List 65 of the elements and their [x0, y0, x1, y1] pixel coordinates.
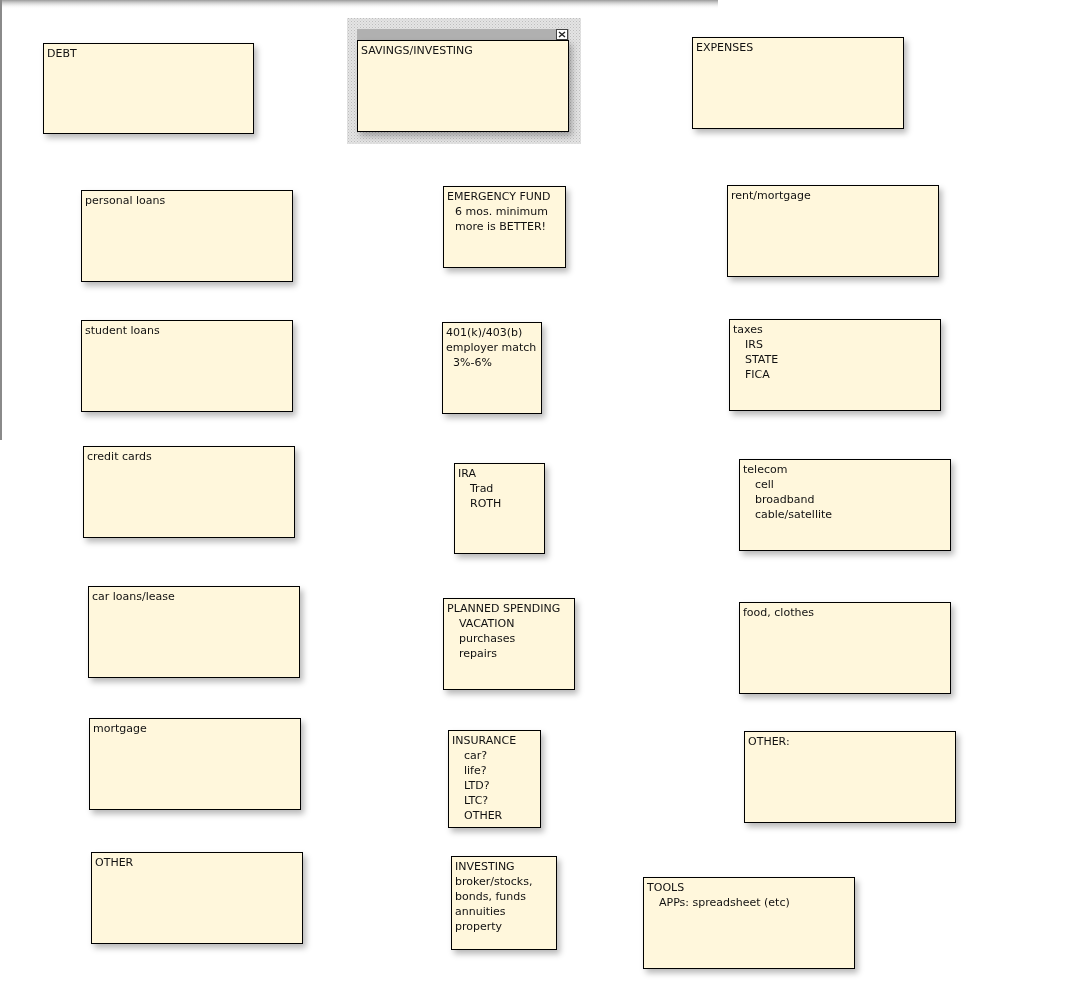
note-item: FICA: [744, 367, 771, 382]
sticky-note: [692, 37, 904, 129]
sticky-note: [744, 731, 956, 823]
note-title: 401(k)/403(b): [446, 325, 524, 340]
note-title: OTHER:: [748, 734, 791, 749]
sticky-note: [91, 852, 303, 944]
note-title: telecom: [743, 462, 789, 477]
note-title: student loans: [85, 323, 161, 338]
note-item: life?: [463, 763, 488, 778]
note-item: IRS: [744, 337, 764, 352]
sticky-note: [443, 186, 566, 268]
note-item: more is BETTER!: [454, 219, 548, 234]
sticky-note: [442, 322, 542, 414]
note-title: INVESTING: [455, 859, 516, 874]
note-item: LTC?: [463, 793, 490, 808]
note-item: annuities: [455, 904, 507, 919]
note-title: credit cards: [87, 449, 153, 464]
note-title: EMERGENCY FUND: [447, 189, 552, 204]
sticky-note: [43, 43, 254, 134]
note-item: APPs: spreadsheet (etc): [658, 895, 791, 910]
note-title: SAVINGS/INVESTING: [361, 43, 474, 58]
note-title: mortgage: [93, 721, 148, 736]
note-title: car loans/lease: [92, 589, 176, 604]
sticky-note: [81, 320, 293, 412]
sticky-note: [88, 586, 300, 678]
note-item: ROTH: [469, 496, 503, 511]
sticky-note: [448, 730, 541, 828]
note-item: employer match: [446, 340, 538, 355]
sticky-note: [451, 856, 557, 950]
sticky-note: [643, 877, 855, 969]
sticky-note: [739, 459, 951, 551]
sticky-note: [83, 446, 295, 538]
sticky-note: [454, 463, 545, 554]
note-title: OTHER: [95, 855, 135, 870]
note-title: INSURANCE: [452, 733, 518, 748]
note-item: OTHER: [463, 808, 504, 823]
sticky-note: [443, 598, 575, 690]
sticky-note: [727, 185, 939, 277]
note-item: repairs: [458, 646, 499, 661]
note-item: STATE: [744, 352, 780, 367]
note-title: PLANNED SPENDING: [447, 601, 562, 616]
note-item: broadband: [754, 492, 816, 507]
note-title: rent/mortgage: [731, 188, 812, 203]
note-item: 3%-6%: [452, 355, 493, 370]
note-item: Trad: [469, 481, 495, 496]
note-item: purchases: [458, 631, 517, 646]
note-item: cable/satellite: [754, 507, 834, 522]
note-item: VACATION: [458, 616, 516, 631]
note-title: DEBT: [47, 46, 78, 61]
note-title: taxes: [733, 322, 764, 337]
sticky-note: [89, 718, 301, 810]
sticky-note: [357, 40, 569, 132]
note-item: cell: [754, 477, 775, 492]
note-item: LTD?: [463, 778, 491, 793]
sticky-note: [81, 190, 293, 282]
note-title: EXPENSES: [696, 40, 755, 55]
note-title: TOOLS: [647, 880, 686, 895]
note-title: food, clothes: [743, 605, 815, 620]
sticky-note: [729, 319, 941, 411]
note-title: personal loans: [85, 193, 167, 208]
note-item: property: [455, 919, 504, 934]
note-item: car?: [463, 748, 489, 763]
note-title: IRA: [458, 466, 477, 481]
note-item: 6 mos. minimum: [454, 204, 549, 219]
sticky-note: [739, 602, 951, 694]
